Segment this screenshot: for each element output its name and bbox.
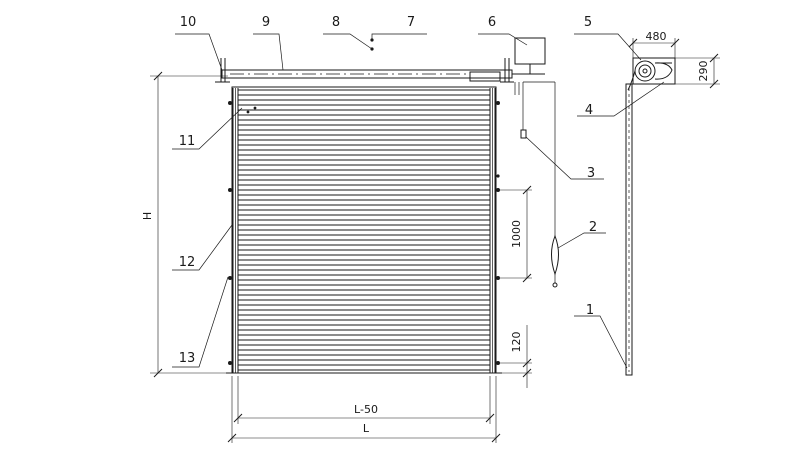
callout-9: 9	[262, 15, 270, 30]
curtain-slats	[238, 89, 490, 371]
dimension-box-width-label: 480	[646, 30, 667, 43]
dimension-inner-width-label: L-50	[354, 403, 378, 416]
callout-11: 11	[179, 134, 196, 149]
bolt	[253, 106, 257, 110]
bolt	[246, 110, 250, 114]
callout-7: 7	[407, 15, 415, 30]
bolt	[228, 276, 232, 280]
chain-and-handle	[520, 81, 559, 288]
bolt	[496, 174, 500, 178]
callout-6: 6	[488, 15, 496, 30]
dimension-bracket-spacing: 1000	[500, 185, 532, 283]
dimension-bottom-offset: 120	[500, 325, 532, 388]
bolt	[496, 361, 500, 365]
dimension-inner-width: L-50	[233, 376, 495, 424]
bolt	[228, 101, 232, 105]
side-rail	[625, 83, 633, 376]
door-curtain	[231, 86, 497, 374]
dimension-box-height-label: 290	[697, 61, 710, 82]
dimension-width: L	[227, 376, 501, 443]
dimension-height-label: H	[141, 212, 154, 220]
callout-4: 4	[585, 103, 593, 118]
side-view: 480 290	[625, 30, 720, 376]
callout-10: 10	[180, 15, 197, 30]
fixing-bolts	[228, 101, 500, 365]
callout-2: 2	[589, 220, 597, 235]
guide-rails	[226, 88, 502, 374]
bolt	[496, 276, 500, 280]
dimension-height: H	[141, 71, 228, 378]
callout-3: 3	[587, 166, 595, 181]
callout-13: 13	[179, 351, 196, 366]
callout-labels: 1 2 3 4 5 6 7 8 9 10 11 12 13	[179, 15, 597, 366]
dimension-width-label: L	[363, 422, 370, 435]
leader-lines	[172, 33, 665, 369]
bolt	[496, 101, 500, 105]
top-shaft-assembly	[215, 37, 546, 95]
dimension-bracket-spacing-label: 1000	[510, 220, 523, 248]
bolt	[496, 188, 500, 192]
roll-box	[632, 57, 676, 85]
dimension-bottom-offset-label: 120	[510, 332, 523, 353]
bolt	[228, 188, 232, 192]
motor-box	[514, 37, 546, 65]
callout-8: 8	[332, 15, 340, 30]
callout-12: 12	[179, 255, 196, 270]
callout-1: 1	[586, 303, 594, 318]
callout-5: 5	[584, 15, 592, 30]
bolt	[228, 361, 232, 365]
